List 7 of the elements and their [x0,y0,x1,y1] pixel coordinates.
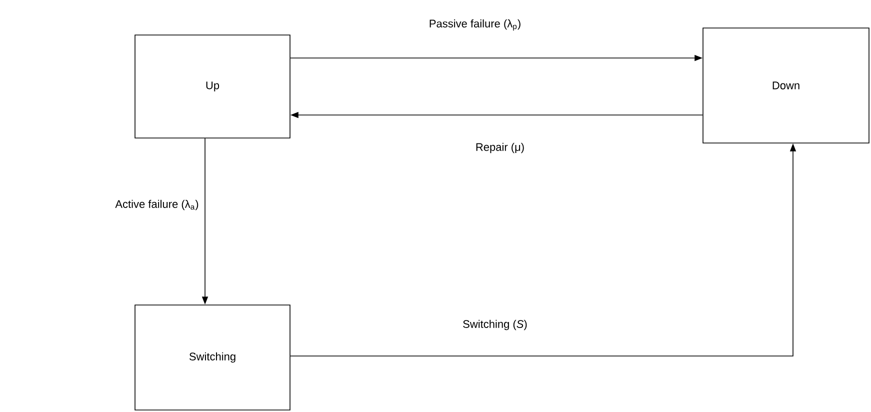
edge-label: Repair (μ) [474,142,526,154]
edge-label: Switching (S) [462,318,528,332]
edge-label: Active failure (λ$_{a}$) [114,198,200,212]
state-box: Switching [134,304,290,410]
state-box: Down [702,28,870,144]
state-box: Up [134,34,290,138]
edge-label: Passive failure (λ$_{p}$) [428,18,522,32]
